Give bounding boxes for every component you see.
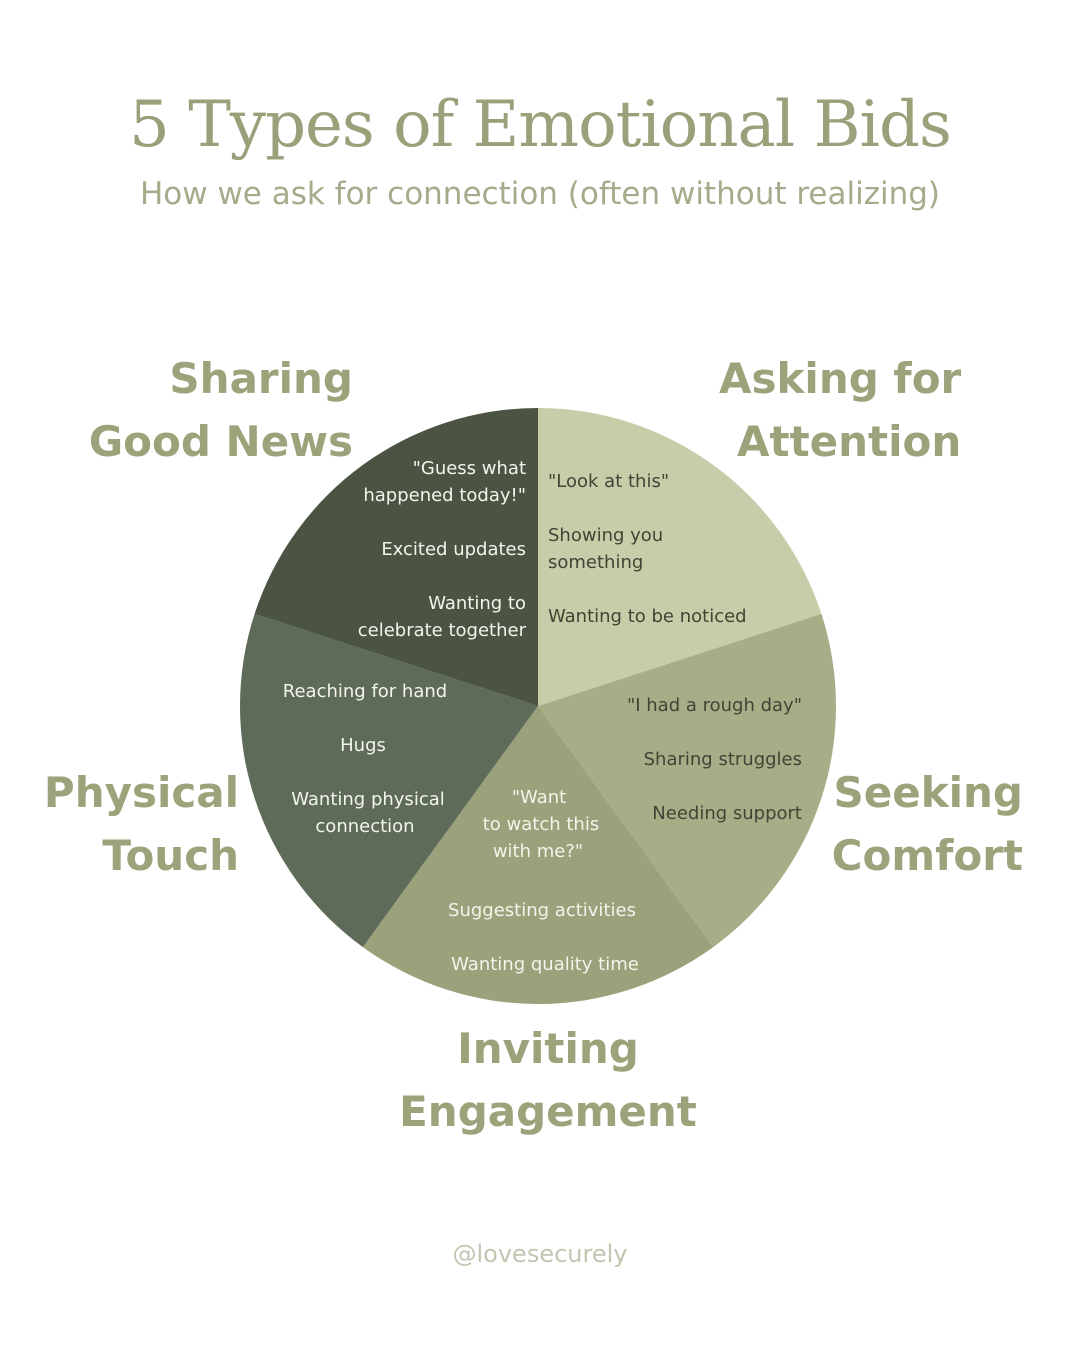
slice-item-comfort: Sharing struggles [644, 749, 802, 770]
slice-item-sharing: Excited updates [381, 539, 526, 560]
pie-slice-engagement [362, 706, 714, 1004]
pie-slice-physical [239, 613, 538, 948]
category-label-line: Asking for [719, 354, 962, 403]
slice-item-engagement: Wanting quality time [451, 954, 639, 975]
slice-item-attention: Showing you [548, 525, 663, 546]
category-label-seeking-comfort: Seeking Comfort [832, 761, 1023, 887]
page-subtitle: How we ask for connection (often without… [139, 176, 941, 212]
slice-item-attention: something [548, 552, 643, 573]
page-title: 5 Types of Emotional Bids [129, 88, 952, 162]
slice-item-sharing: happened today!" [363, 485, 526, 506]
slice-item-sharing: celebrate together [358, 620, 527, 641]
category-label-line: Sharing [169, 354, 353, 403]
slice-item-physical: Hugs [340, 735, 386, 756]
pie-slice-texts: "Guess what happened today!" Excited updat… [283, 458, 802, 975]
category-label-line: Inviting [457, 1024, 639, 1073]
category-label-line: Attention [736, 417, 962, 466]
pie-slice-attention [538, 408, 822, 706]
slice-item-engagement: with me?" [493, 841, 583, 862]
category-label-inviting-engagement: Inviting Engagement [398, 1017, 698, 1143]
slice-item-engagement: Suggesting activities [448, 900, 636, 921]
category-label-line: Physical [43, 768, 239, 817]
pie-slice-comfort [538, 613, 837, 948]
category-label-line: Seeking [833, 768, 1023, 817]
pie-slice-sharing [254, 408, 539, 706]
category-label-line: Comfort [831, 831, 1023, 880]
category-label-line: Touch [102, 831, 239, 880]
category-label-line: Engagement [399, 1087, 697, 1136]
category-label-physical-touch: Physical Touch [44, 761, 239, 887]
slice-item-physical: connection [315, 816, 414, 837]
slice-item-engagement: "Want [512, 787, 566, 808]
slice-item-engagement: to watch this [483, 814, 599, 835]
slice-item-comfort: "I had a rough day" [627, 695, 802, 716]
slice-item-physical: Wanting physical [291, 789, 445, 810]
footer-handle: @lovesecurely [452, 1240, 628, 1268]
slice-item-attention: Wanting to be noticed [548, 606, 747, 627]
category-label-sharing-good-news: Sharing Good News [89, 347, 353, 473]
slice-item-sharing: Wanting to [428, 593, 526, 614]
slice-item-physical: Reaching for hand [283, 681, 447, 702]
slice-item-sharing: "Guess what [413, 458, 526, 479]
pie-slices [239, 408, 837, 1004]
category-label-line: Good News [88, 417, 353, 466]
slice-item-attention: "Look at this" [548, 471, 669, 492]
slice-item-comfort: Needing support [652, 803, 802, 824]
category-label-asking-for-attention: Asking for Attention [719, 347, 961, 473]
